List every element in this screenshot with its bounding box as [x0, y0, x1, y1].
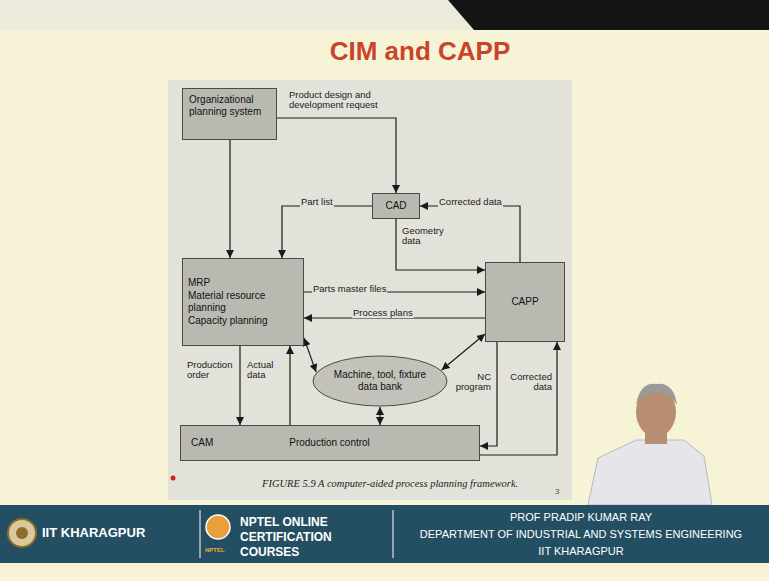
edge-label-holder: Actual data [246, 360, 284, 381]
nptel-logo [206, 515, 230, 539]
edge-label-holder: Product design and development request [288, 90, 396, 111]
connector [379, 407, 380, 425]
edge-label-holder: Parts master files [312, 278, 387, 296]
presenter-figure [588, 384, 712, 505]
presenter-hair [636, 384, 677, 405]
iit-logo [8, 519, 36, 547]
connector [480, 342, 497, 446]
logo-word-holder: NPTEL [205, 547, 225, 553]
node-text: CAPP [511, 296, 538, 308]
node-text: CAD [385, 200, 406, 212]
node-text: Machine, tool, fixture data bank [328, 369, 432, 393]
footer-band [0, 505, 769, 563]
connector [239, 346, 240, 425]
edge-label-holder: Process plans [352, 302, 414, 320]
department-name-holder: DEPARTMENT OF INDUSTRIAL AND SYSTEMS ENG… [395, 528, 767, 540]
logo-word: NPTEL [205, 547, 225, 553]
figure-caption: FIGURE 5.9 A computer-aided process plan… [262, 478, 518, 489]
connector [282, 206, 372, 258]
edge-label: Actual data [246, 360, 284, 381]
department-name: DEPARTMENT OF INDUSTRIAL AND SYSTEMS ENG… [395, 528, 767, 540]
page-number: 3 [555, 487, 559, 496]
presenter-name-holder: PROF PRADIP KUMAR RAY [395, 511, 767, 523]
presenter-shirt [588, 440, 712, 505]
connector [442, 334, 485, 370]
figure-ground [168, 80, 572, 500]
process-box: CAPP [485, 262, 565, 342]
institute-name: IIT KHARAGPUR [42, 525, 145, 540]
course-name-holder: NPTEL ONLINE CERTIFICATION COURSES [240, 515, 388, 560]
edge-label-holder: Geometry data [401, 226, 449, 247]
institute-name: IIT KHARAGPUR [395, 545, 767, 557]
edge-label: Corrected data [438, 197, 503, 207]
connector [396, 219, 485, 270]
course-name: NPTEL ONLINE CERTIFICATION COURSES [240, 515, 388, 560]
node-text: Capacity planning [188, 315, 268, 327]
node-text: Organizational planning system [189, 94, 270, 118]
node-text: CAM [191, 437, 213, 449]
edge-label: NC program [452, 372, 492, 393]
connector [289, 346, 290, 425]
node-text: MRP [188, 277, 210, 289]
institute-name-holder: IIT KHARAGPUR [395, 545, 767, 557]
slide-title: CIM and CAPP [220, 36, 620, 67]
connector [304, 338, 316, 372]
top-dark-band [448, 0, 769, 30]
edge-label-holder: Production order [186, 360, 234, 381]
edge-label: Product design and development request [288, 90, 396, 111]
red-dot [171, 476, 176, 481]
edge-label: Geometry data [401, 226, 449, 247]
edge-label: Part list [300, 197, 334, 207]
data-store-ellipse: Machine, tool, fixture data bank [312, 355, 448, 407]
institute-name-holder: IIT KHARAGPUR [42, 525, 145, 540]
edge-label: Production order [186, 360, 234, 381]
page-number-holder: 3 [555, 487, 559, 496]
process-box: CAD [372, 193, 420, 219]
top-band [0, 0, 769, 30]
connector [229, 140, 230, 258]
system-band: CAM Production control [180, 425, 480, 461]
footer-divider [200, 510, 201, 558]
node-text: Material resource planning [188, 290, 298, 314]
edge-label-holder: Corrected data [438, 191, 503, 209]
presenter-name: PROF PRADIP KUMAR RAY [395, 511, 767, 523]
edge-label: Parts master files [312, 284, 387, 294]
node-text: Production control [289, 437, 370, 449]
process-box: Organizational planning system [182, 88, 277, 140]
slide-title-holder: CIM and CAPP [220, 36, 620, 67]
iit-logo-centre [16, 527, 28, 539]
edge-label: Corrected data [501, 372, 553, 393]
edge-label: Process plans [352, 308, 414, 318]
footer-divider [393, 510, 394, 558]
edge-label-holder: Part list [300, 191, 334, 209]
connector [480, 342, 557, 455]
ellipse-shape [313, 356, 447, 406]
edge-label-holder: NC program [452, 372, 492, 393]
connector [277, 118, 396, 193]
process-box: MRPMaterial resource planningCapacity pl… [182, 258, 304, 346]
edge-label-holder: Corrected data [501, 372, 553, 393]
figure-caption-holder: FIGURE 5.9 A computer-aided process plan… [262, 478, 518, 489]
